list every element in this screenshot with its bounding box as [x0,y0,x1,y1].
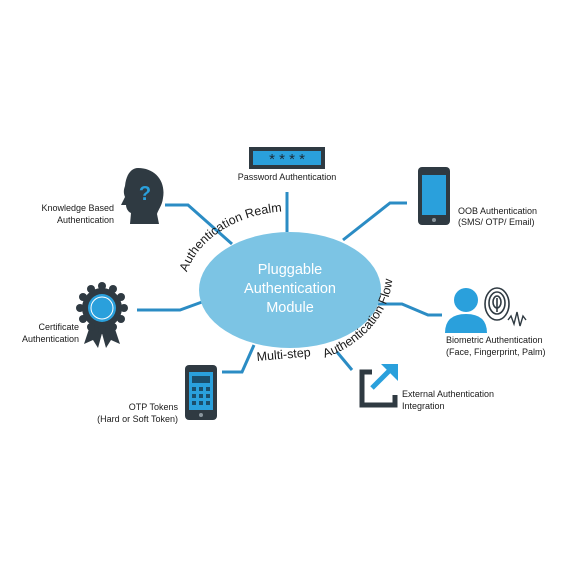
biometric-label-line1: Biometric Authentication [446,335,543,345]
hub-title-line3: Module [266,300,314,316]
mobile-phone-icon [418,167,450,225]
connector-certificate [137,300,203,312]
otp-label-line2: (Hard or Soft Token) [97,414,178,424]
certificate-authentication-node: Certificate Authentication [22,282,128,348]
connector-knowledge [165,203,233,246]
certificate-ribbon-icon [76,282,128,348]
oob-label-line2: (SMS/ OTP/ Email) [458,217,535,227]
password-authentication-node: * * * * Password Authentication [238,147,337,182]
biometric-person-fingerprint-icon [445,287,527,333]
connector-external [335,351,354,371]
biometric-authentication-node: Biometric Authentication (Face, Fingerpr… [445,287,546,357]
knowledge-authentication-node: ? Knowledge Based Authentication [41,168,164,225]
password-label: Password Authentication [238,172,337,182]
external-label-line2: Integration [402,401,445,411]
otp-tokens-node: OTP Tokens (Hard or Soft Token) [97,365,217,424]
hub-title-line2: Authentication [244,281,336,297]
oob-authentication-node: OOB Authentication (SMS/ OTP/ Email) [418,167,537,227]
certificate-label-line2: Authentication [22,334,79,344]
certificate-label-line1: Certificate [38,322,79,332]
arc-label-multistep: Multi-step [256,345,311,364]
external-authentication-node: External Authentication Integration [359,364,494,411]
connectors [137,192,442,374]
password-mask: * * * * [269,151,305,168]
biometric-label-line2: (Face, Fingerprint, Palm) [446,347,546,357]
oob-label-line1: OOB Authentication [458,206,537,216]
knowledge-label-line1: Knowledge Based [41,203,114,213]
connector-biometric [378,302,442,317]
connector-oob [342,201,407,242]
external-label-line1: External Authentication [402,389,494,399]
hub-ellipse [199,232,381,348]
password-field-icon: * * * * [249,147,325,169]
connector-otp [222,344,256,374]
head-question-icon: ? [121,168,164,224]
knowledge-label-line2: Authentication [57,215,114,225]
question-mark: ? [139,183,151,205]
token-device-icon [185,365,217,420]
hub-title-line1: Pluggable [258,262,323,278]
otp-label-line1: OTP Tokens [129,402,179,412]
external-link-icon [359,364,398,408]
